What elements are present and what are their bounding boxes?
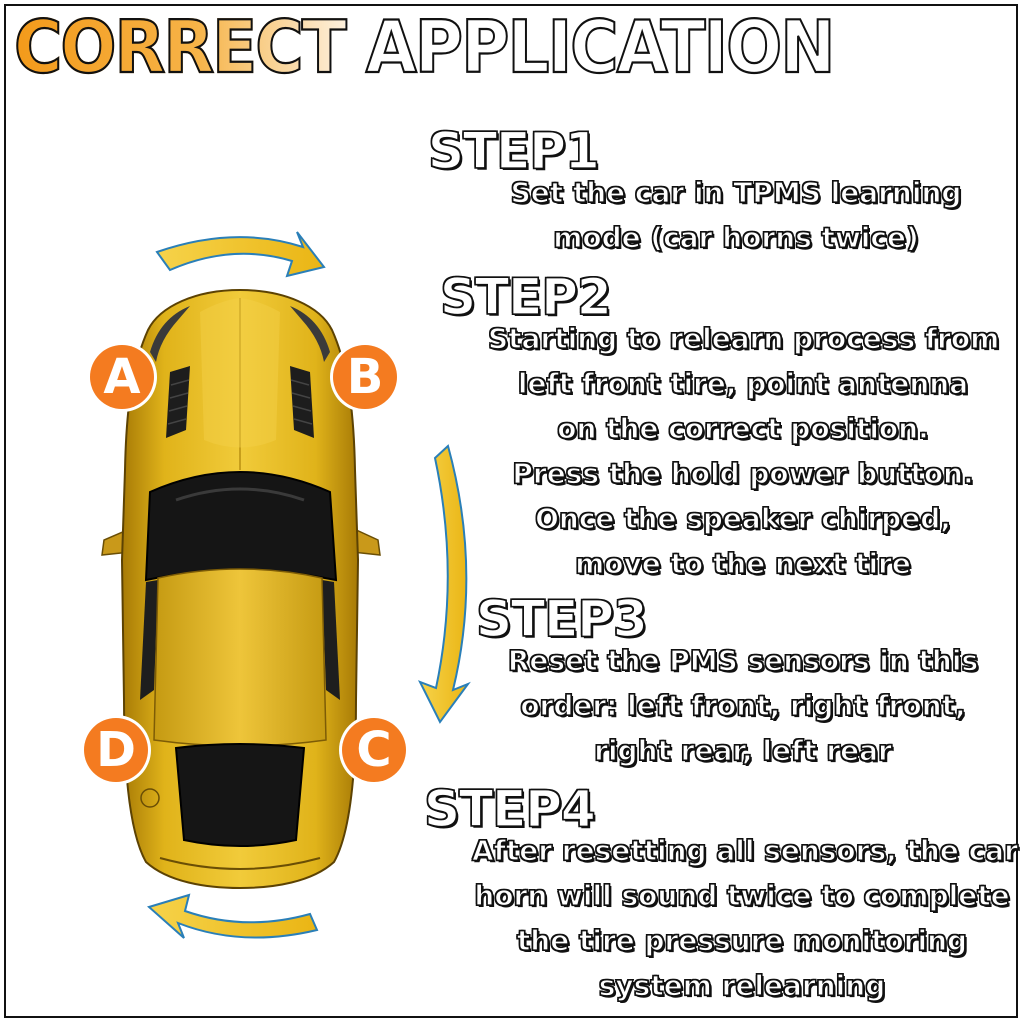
step2-line: on the correct position. (557, 411, 930, 445)
badge-b: B (333, 345, 397, 409)
step1-line: Set the car in TPMS learning (510, 175, 962, 209)
step1-text: Set the car in TPMS learning mode (car h… (486, 170, 986, 260)
step3-line: right rear, left rear (593, 733, 892, 767)
title-accent: CORRECT (13, 4, 348, 91)
arrow-bottom-icon (146, 893, 319, 939)
step2-line: Starting to relearn process from (487, 321, 1000, 355)
step4-heading: STEP4 (423, 780, 596, 838)
step2-line: move to the next tire (574, 546, 911, 580)
step4-line: system relearning (598, 968, 886, 1002)
step1-heading: STEP1 (427, 122, 600, 180)
arrow-right-icon (417, 444, 471, 724)
title-main: APPLICATION (344, 4, 837, 91)
step2-text: Starting to relearn process from left fr… (487, 316, 1000, 586)
step4-line: the tire pressure monitoring (516, 923, 968, 957)
right-headlight (290, 306, 330, 362)
step3-text: Reset the PMS sensors in this order: lef… (498, 638, 988, 773)
fuel-cap (140, 788, 160, 808)
step3-line: order: left front, right front, (520, 688, 967, 722)
badge-a: A (90, 345, 154, 409)
step4-line: After resetting all sensors, the car (471, 833, 1018, 867)
step1-line: mode (car horns twice) (553, 220, 920, 254)
step2-line: Press the hold power button. (512, 456, 975, 490)
step2-line: Once the speaker chirped, (534, 501, 951, 535)
step4-line: horn will sound twice to complete (474, 878, 1011, 912)
step2-line: left front tire, point antenna (517, 366, 969, 400)
badge-c: C (342, 718, 406, 782)
step4-text: After resetting all sensors, the car hor… (471, 828, 1018, 1008)
rear-window (174, 743, 306, 847)
step2-heading: STEP2 (439, 268, 612, 326)
step3-line: Reset the PMS sensors in this (507, 643, 979, 677)
page-title: CORRECT APPLICATION (13, 4, 837, 92)
left-headlight (150, 306, 190, 362)
car-roof (153, 568, 327, 747)
badge-d: D (84, 718, 148, 782)
arrow-top-icon (155, 231, 326, 278)
step3-heading: STEP3 (475, 590, 648, 648)
